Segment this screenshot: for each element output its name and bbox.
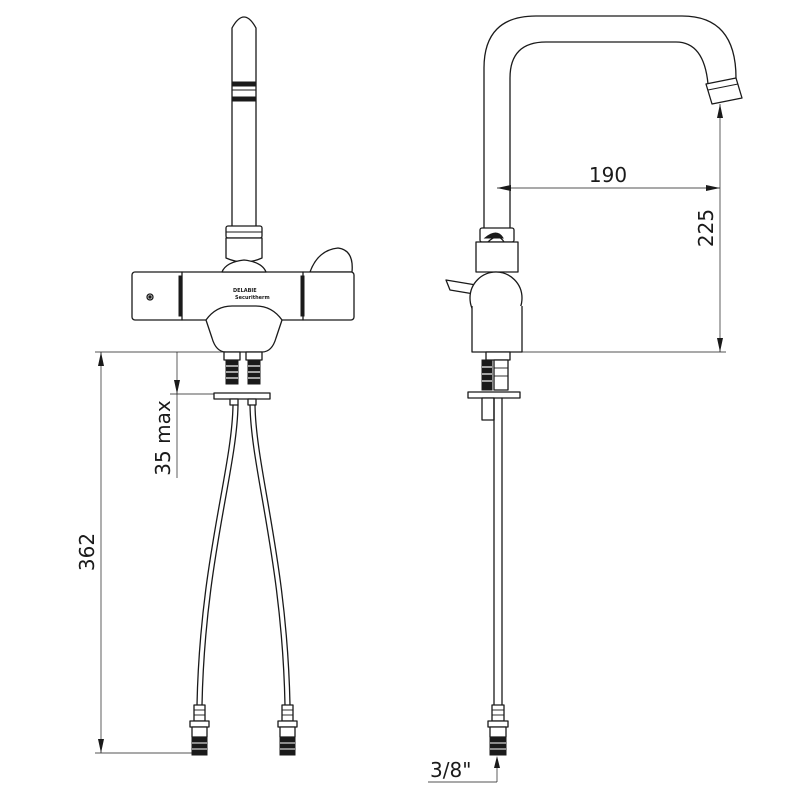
lower-body [205,305,283,353]
front-view: DELABIE Securitherm [75,16,355,756]
dimension-deck-thickness: 35 max [151,352,214,478]
flexible-hoses [196,404,291,706]
side-view: 190 225 3/8" [428,15,743,783]
side-hose [493,397,503,706]
side-collar [475,227,519,273]
dimension-35max-label: 35 max [151,400,175,476]
dimension-spout-reach: 190 [497,163,720,191]
dimension-hose-length: 362 [75,351,226,754]
brand-mark-line2: Securitherm [235,295,270,301]
mixer-body: DELABIE Securitherm [131,259,355,321]
side-inlet-fittings [481,351,511,391]
dimension-362-label: 362 [75,533,99,571]
side-spout [483,15,743,231]
dimension-225-label: 225 [694,209,718,247]
dimension-190-label: 190 [589,163,627,187]
dimension-connection-size: 3/8" [428,756,500,783]
dimension-spout-height: 225 [522,104,726,353]
side-hose-connector [487,704,509,756]
temperature-handle [309,247,353,273]
brand-mark-line1: DELABIE [233,288,257,294]
dimension-connection-label: 3/8" [430,758,471,782]
side-lower-body [471,306,523,353]
hose-end-connectors [189,704,298,756]
front-deck-plate [213,392,271,406]
front-spout [225,16,263,263]
front-inlet-fittings [223,351,263,385]
